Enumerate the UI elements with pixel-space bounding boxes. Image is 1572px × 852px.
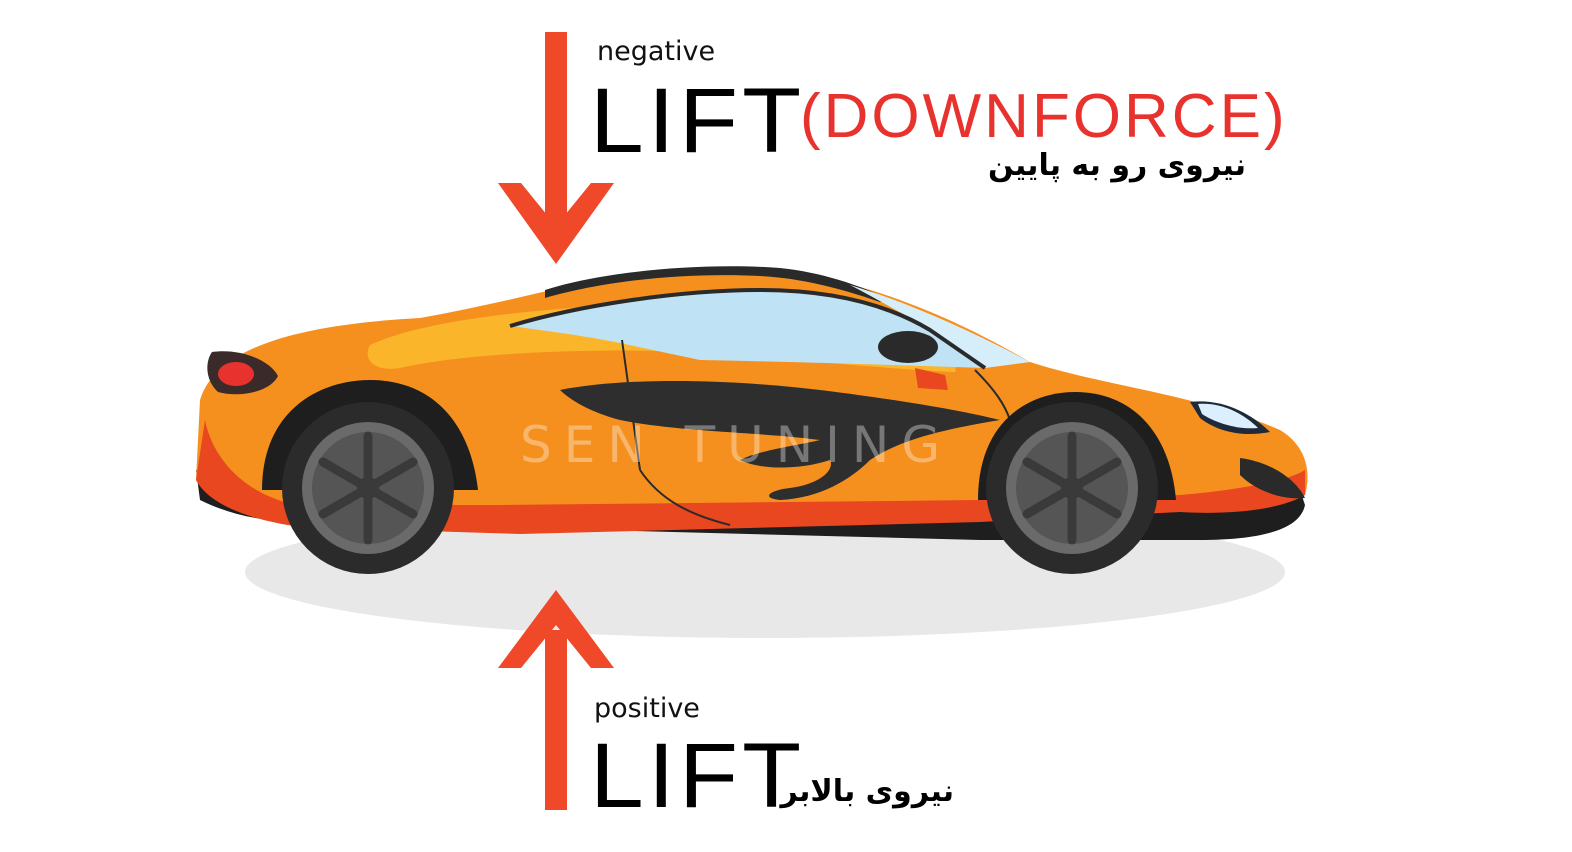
rear-wheel-icon [282,402,454,574]
windshield [850,285,1030,368]
headlight-glass [1198,403,1258,429]
door-line-curve [639,469,731,526]
bottom-persian-label: نیروی بالابر [780,774,954,809]
bottom-small-label: positive [594,693,700,724]
mirror-stalk [915,368,948,390]
side-mirror [878,331,938,363]
side-stripe [560,381,1000,500]
top-big-label: LIFT [590,70,806,172]
car-roof [545,266,890,302]
sports-car-icon [196,266,1308,574]
up-arrow-icon [498,590,614,810]
door-rear-line [974,369,1011,421]
front-intake [1240,458,1305,499]
top-persian-label: نیروی رو به پایین [987,148,1246,183]
bottom-big-label: LIFT [590,725,806,827]
downforce-label: (DOWNFORCE) [800,82,1288,151]
tail-light-glow [218,362,254,386]
watermark-text: SEN TUNING [520,416,953,474]
down-arrow-icon [498,32,614,264]
window-frame [509,287,987,370]
car-window [510,290,985,368]
front-wheel-icon [986,402,1158,574]
top-small-label: negative [597,36,716,67]
